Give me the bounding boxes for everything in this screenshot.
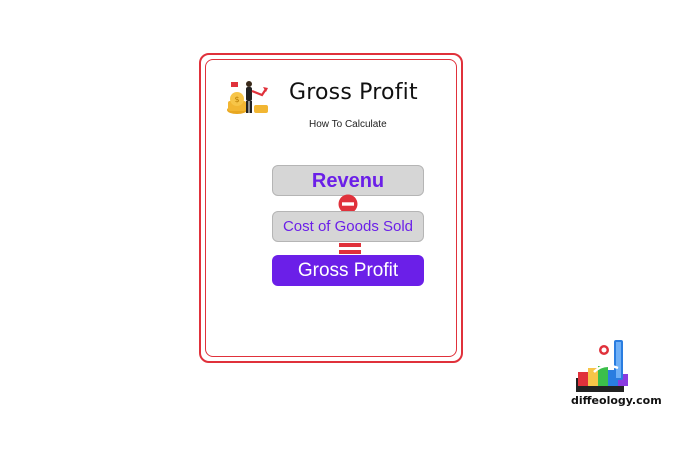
card-inner-border bbox=[205, 59, 457, 357]
diffeology-logo-icon bbox=[576, 340, 628, 392]
gross-profit-result-box: Gross Profit bbox=[272, 255, 424, 286]
cost-of-goods-sold-box: Cost of Goods Sold bbox=[272, 211, 424, 242]
watermark-text: diffeology.com bbox=[571, 394, 662, 407]
equals-icon bbox=[339, 243, 361, 254]
revenue-box: Revenu bbox=[272, 165, 424, 196]
minus-circle-icon bbox=[338, 194, 358, 214]
card-outer-border bbox=[199, 53, 463, 363]
businessman-money-growth-icon: $ bbox=[227, 81, 268, 114]
page-subtitle: How To Calculate bbox=[309, 119, 387, 130]
svg-text:$: $ bbox=[234, 95, 239, 104]
page-title: Gross Profit bbox=[289, 80, 418, 105]
